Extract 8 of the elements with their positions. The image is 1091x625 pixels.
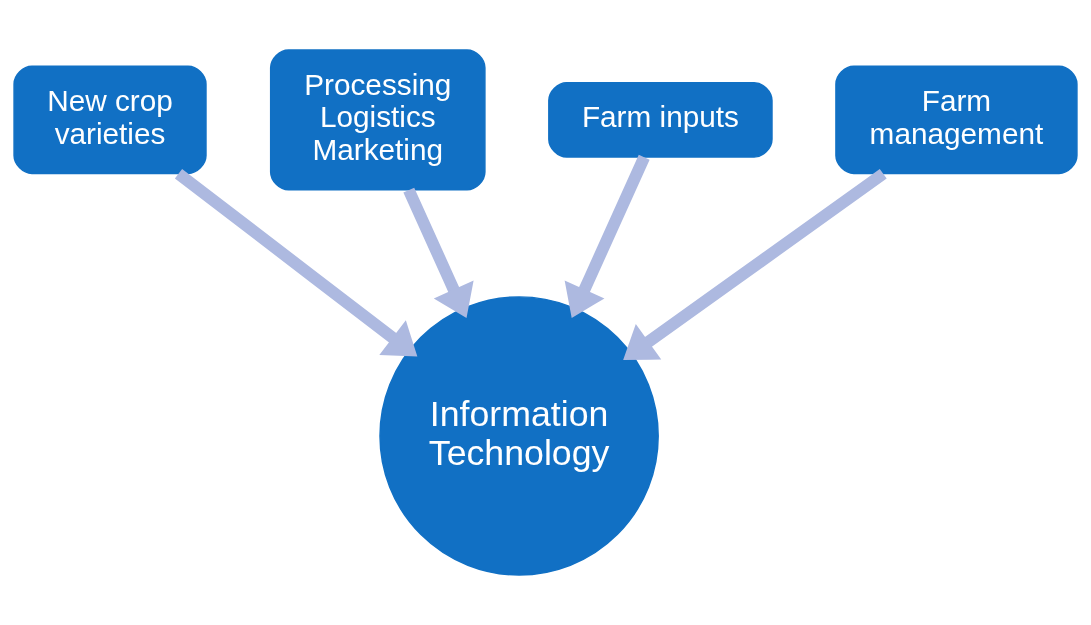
- node-box: Processing Logistics Marketing: [269, 49, 486, 191]
- node-box: Farm inputs: [548, 81, 773, 158]
- arrow: [403, 187, 474, 318]
- node-box: Farm management: [835, 65, 1078, 175]
- arrow: [174, 169, 418, 357]
- node-box: New crop varieties: [13, 65, 207, 175]
- arrow: [564, 154, 650, 318]
- arrow: [623, 168, 887, 360]
